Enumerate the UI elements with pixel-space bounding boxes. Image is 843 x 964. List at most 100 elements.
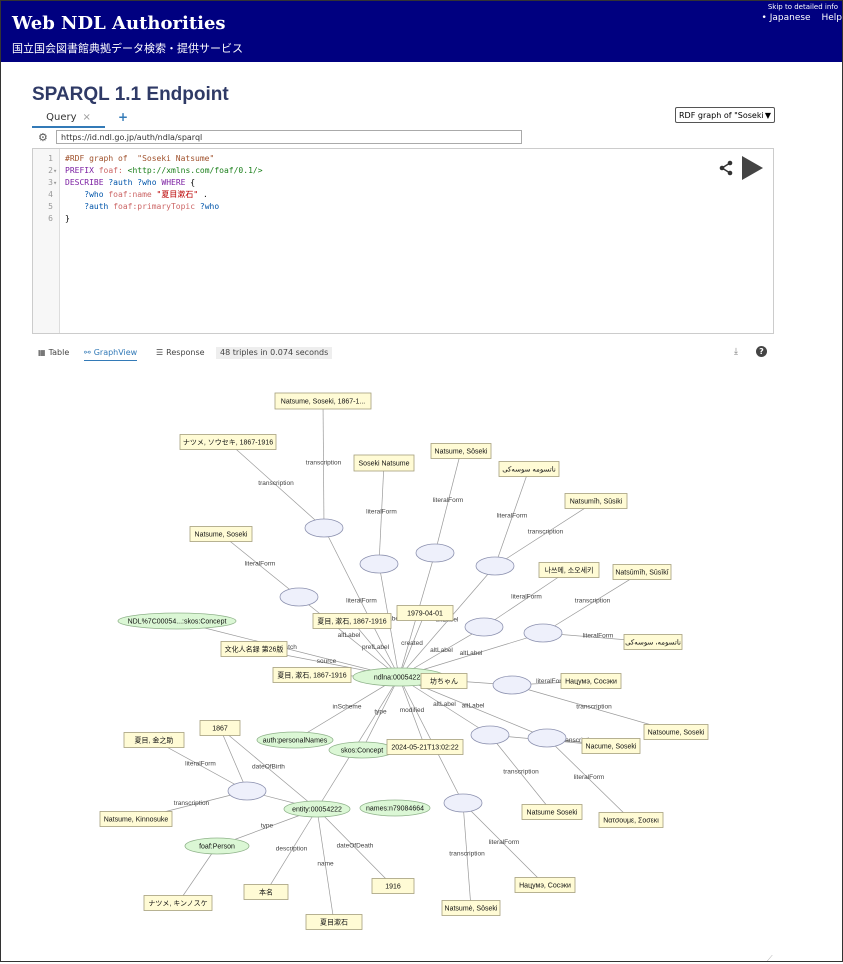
graph-edge xyxy=(483,569,570,628)
node-label: Natsumīh, Sūsiki xyxy=(570,499,623,506)
graph-literal-node[interactable] xyxy=(498,461,560,477)
tab-query[interactable]: Query× xyxy=(32,109,105,128)
edge-label: transcription xyxy=(174,800,210,807)
edge-label: transcription xyxy=(528,529,564,536)
endpoint-input[interactable]: https://id.ndl.go.jp/auth/ndla/sparql xyxy=(56,130,522,144)
graph-literal-node[interactable] xyxy=(272,667,352,683)
graph-literal-node[interactable] xyxy=(99,811,173,827)
graph-literal-node[interactable] xyxy=(564,493,628,509)
tab-table[interactable]: ▦Table xyxy=(38,346,69,360)
edge-label: literalForm xyxy=(245,561,276,568)
graph-blank-node[interactable] xyxy=(464,617,504,637)
graph-blank-node[interactable] xyxy=(527,728,567,748)
code-line: 1 #RDF graph of "Soseki Natsume" xyxy=(48,154,215,163)
graph-literal-node[interactable] xyxy=(623,634,683,650)
graph-edge xyxy=(321,400,325,529)
graph-blank-node[interactable] xyxy=(279,587,319,607)
tab-response[interactable]: ☰Response xyxy=(156,346,205,360)
graph-literal-node[interactable] xyxy=(312,613,392,629)
graph-literal-node[interactable] xyxy=(598,812,664,828)
graph-blank-node[interactable] xyxy=(415,543,455,563)
node-label: 夏目, 漱石, 1867-1916 xyxy=(317,617,386,626)
code-line: 6 } xyxy=(48,214,70,223)
edge-label: type xyxy=(374,709,387,716)
graph-literal-node[interactable] xyxy=(143,895,213,911)
node-label: ناتسومه سوسه‌کی xyxy=(502,466,556,474)
node-label: Natsume, Sōseki xyxy=(435,449,488,456)
resize-handle[interactable]: ⟋ xyxy=(767,954,773,963)
share-icon[interactable] xyxy=(718,160,734,176)
graph-blank-node[interactable] xyxy=(475,556,515,576)
graph-literal-node[interactable] xyxy=(581,738,641,754)
graph-literal-node[interactable] xyxy=(199,720,241,736)
graph-blank-node[interactable] xyxy=(304,518,344,538)
graph-literal-node[interactable] xyxy=(612,564,672,580)
graph-literal-node[interactable] xyxy=(420,673,468,689)
node-label: Нацумэ, Сосэки xyxy=(565,679,617,686)
add-tab-button[interactable]: + xyxy=(118,110,129,124)
node-label: ナツメ, ソウセキ, 1867-1916 xyxy=(183,439,273,447)
edge-label: altLabel xyxy=(433,701,456,708)
edge-label: transcription xyxy=(503,769,539,776)
graph-icon: ⚯ xyxy=(84,348,91,357)
graph-blank-node[interactable] xyxy=(359,554,399,574)
graph-blank-node[interactable] xyxy=(227,781,267,801)
tab-graphview[interactable]: ⚯GraphView xyxy=(84,346,138,361)
graph-edge xyxy=(398,676,491,736)
node-label: 2024-05-21T13:02:22 xyxy=(391,745,458,752)
graph-literal-node[interactable] xyxy=(243,884,289,900)
endpoint-row: ⚙ https://id.ndl.go.jp/auth/ndla/sparql xyxy=(32,129,774,147)
node-label: 1916 xyxy=(385,884,401,891)
node-label: names:n79084664 xyxy=(366,806,424,813)
graph-edge xyxy=(316,808,336,923)
graph-literal-node[interactable] xyxy=(441,900,501,916)
graph-literal-node[interactable] xyxy=(560,673,622,689)
query-select[interactable]: RDF graph of "Soseki ▼ xyxy=(675,107,775,123)
download-icon[interactable]: ⤓ xyxy=(734,347,738,357)
graph-edge xyxy=(153,739,248,792)
graph-literal-node[interactable] xyxy=(521,804,583,820)
skip-link[interactable]: Skip to detailed info xyxy=(767,3,838,11)
graph-literal-node[interactable] xyxy=(430,443,492,459)
play-icon[interactable] xyxy=(740,155,764,181)
graph-edge xyxy=(494,468,530,567)
graph-blank-node[interactable] xyxy=(443,793,483,813)
graph-literal-node[interactable] xyxy=(538,562,600,578)
graph-blank-node[interactable] xyxy=(470,725,510,745)
graph-literal-node[interactable] xyxy=(274,392,372,410)
edge-label: name xyxy=(317,861,334,868)
edge-label: literalForm xyxy=(583,633,614,640)
graph-uri-node[interactable] xyxy=(283,800,351,818)
graph-literal-node[interactable] xyxy=(189,526,253,542)
gear-icon[interactable]: ⚙ xyxy=(38,131,48,144)
graph-blank-node[interactable] xyxy=(492,675,532,695)
graph-literal-node[interactable] xyxy=(396,605,454,621)
graph-uri-node[interactable] xyxy=(359,799,431,817)
graph-literal-node[interactable] xyxy=(514,877,576,893)
code-line: 4 ?who foaf:name "夏目漱石" . xyxy=(48,190,208,199)
graph-literal-node[interactable] xyxy=(179,434,277,450)
graph-literal-node[interactable] xyxy=(123,732,185,748)
graph-literal-node[interactable] xyxy=(305,914,363,930)
graph-blank-node[interactable] xyxy=(523,623,563,643)
query-editor[interactable]: 1 #RDF graph of "Soseki Natsume" 2▾PREFI… xyxy=(32,148,774,334)
edge-label: altLabel xyxy=(430,647,453,654)
japanese-link[interactable]: • Japanese xyxy=(761,13,811,23)
graph-literal-node[interactable] xyxy=(220,641,288,657)
graph-uri-node[interactable] xyxy=(256,731,334,749)
graph-literal-node[interactable] xyxy=(353,454,415,472)
chevron-down-icon: ▼ xyxy=(764,111,771,120)
graph-uri-node[interactable] xyxy=(117,612,237,630)
edge-label: type xyxy=(261,823,274,830)
site-brand[interactable]: Web NDL Authorities xyxy=(12,13,226,34)
help-link[interactable]: Help xyxy=(821,13,842,23)
graph-literal-node[interactable] xyxy=(386,739,464,755)
graph-uri-node[interactable] xyxy=(184,837,250,855)
graph-literal-node[interactable] xyxy=(643,724,709,740)
close-icon[interactable]: × xyxy=(82,112,91,123)
node-label: 1867 xyxy=(212,726,228,733)
graph-literal-node[interactable] xyxy=(371,878,415,894)
help-icon[interactable]: ? xyxy=(756,346,767,357)
graph-edge xyxy=(462,802,473,909)
